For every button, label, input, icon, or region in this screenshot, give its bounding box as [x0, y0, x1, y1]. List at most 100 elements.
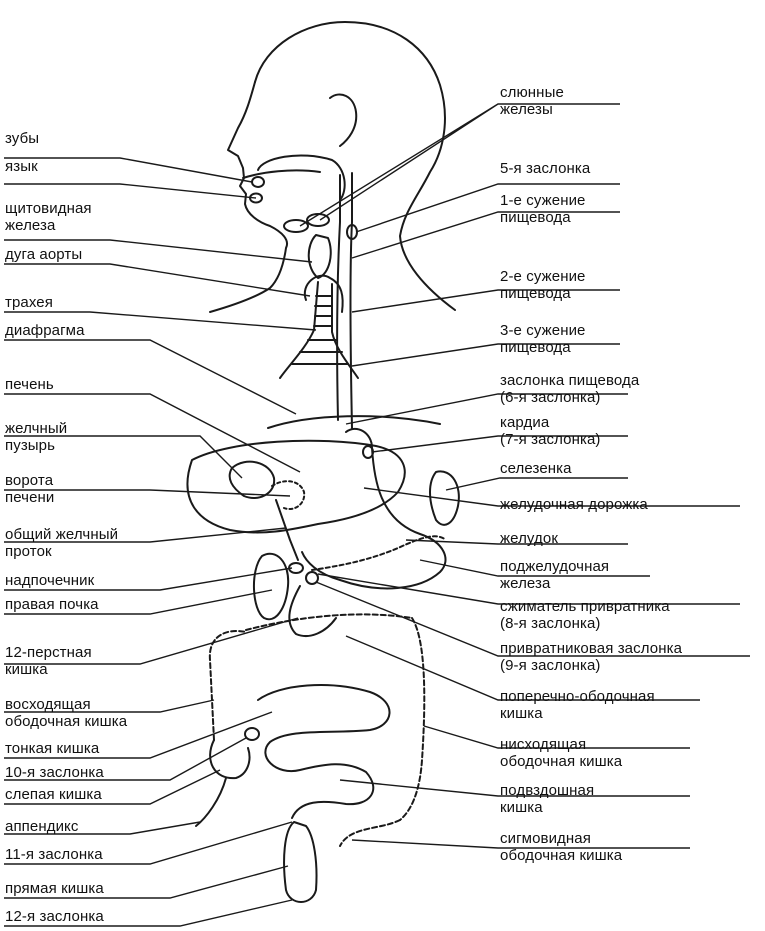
small-intestine: [257, 684, 391, 819]
leader-liver: [4, 393, 301, 473]
descending-colon: [399, 617, 426, 821]
cecum: [209, 739, 251, 780]
valve-10: [244, 727, 260, 741]
leader-cardia: [371, 435, 628, 453]
rectum: [283, 821, 318, 903]
porta-hepatis: [271, 480, 306, 510]
leader-valve-5: [355, 183, 620, 233]
mouth: [242, 169, 321, 179]
pyloric-valve: [305, 571, 319, 585]
leader-salivary: [299, 103, 620, 227]
gallbladder: [228, 460, 276, 499]
leader-valve-12: [4, 899, 293, 927]
leader-rectum: [4, 865, 289, 899]
leader-bile-duct: [4, 527, 287, 543]
leader-diaphragm: [4, 339, 297, 415]
spleen: [429, 470, 460, 526]
leader-adrenal: [4, 567, 293, 591]
leader-constriction-1: [351, 211, 620, 259]
label-small-intestine: тонкая кишка: [5, 740, 100, 757]
thyroid-gland: [307, 234, 332, 279]
leader-ileum: [339, 779, 690, 797]
salivary-gland-1: [283, 219, 309, 233]
leader-sigmoid: [351, 839, 690, 849]
leader-descending: [423, 725, 690, 749]
leader-valve-11: [4, 821, 293, 865]
teeth-upper: [251, 176, 265, 188]
label-diaphragm: диафрагма: [5, 322, 85, 339]
label-pyloric-valve: привратниковая заслонка(9-я заслонка): [500, 640, 683, 674]
label-cardia: кардиа(7-я заслонка): [500, 414, 601, 448]
appendix: [195, 777, 227, 827]
oral-cavity: [257, 154, 346, 201]
label-esophageal-valve: заслонка пищевода(6-я заслонка): [500, 372, 640, 406]
leader-valve-10: [4, 737, 247, 781]
leader-trachea: [4, 311, 317, 331]
label-valve-5: 5-я заслонка: [500, 160, 591, 177]
label-stomach: желудок: [500, 530, 558, 547]
leader-gastric-path: [363, 487, 740, 507]
duodenum: [288, 585, 337, 637]
pancreas: [311, 535, 447, 571]
label-spleen: селезенка: [500, 460, 572, 477]
ascending-colon: [208, 630, 247, 741]
head-outline: [254, 21, 456, 311]
leader-tongue: [4, 183, 257, 199]
leader-transverse: [345, 635, 700, 701]
transverse-colon: [245, 613, 413, 631]
label-liver: печень: [5, 376, 54, 393]
salivary-gland-2: [306, 213, 330, 227]
diaphragm: [267, 415, 441, 429]
label-gastric-path: желудочная дорожка: [500, 496, 648, 513]
leader-small-int: [4, 711, 273, 759]
leader-stomach: [405, 539, 628, 545]
aortic-arch: [303, 274, 344, 313]
leader-pancreas: [419, 559, 650, 577]
leader-aortic-arch: [4, 263, 311, 297]
esophagus-left-wall: [336, 174, 341, 421]
label-pyloric-sphincter: сжиматель привратника(8-я заслонка): [500, 598, 670, 632]
label-valve-10: 10-я заслонка: [5, 764, 104, 781]
label-adrenal: надпочечник: [5, 572, 95, 589]
esophagus-right-wall: [349, 172, 353, 429]
ear: [329, 93, 358, 147]
leader-esophageal-valve: [345, 393, 628, 425]
label-teeth: зубы: [5, 130, 40, 147]
leader-thyroid: [4, 239, 313, 263]
label-appendix: аппендикс: [5, 818, 79, 835]
leader-pyloric-valve: [315, 581, 750, 657]
label-right-kidney: правая почка: [5, 596, 99, 613]
right-kidney: [252, 552, 290, 621]
bile-duct: [275, 499, 299, 561]
label-valve-11: 11-я заслонка: [5, 846, 103, 863]
label-trachea: трахея: [5, 294, 53, 311]
leader-duodenum: [4, 617, 299, 665]
leader-teeth: [4, 157, 253, 183]
leader-appendix: [4, 821, 201, 835]
leader-cecum: [4, 769, 221, 805]
label-cecum: слепая кишка: [5, 786, 102, 803]
leader-ascending: [4, 699, 215, 713]
leader-spleen: [445, 477, 628, 491]
leader-kidney: [4, 589, 273, 615]
liver: [186, 439, 406, 534]
trachea-rings: [291, 295, 349, 365]
leader-pyloric-sphincter: [317, 573, 740, 605]
leader-porta: [4, 489, 291, 497]
